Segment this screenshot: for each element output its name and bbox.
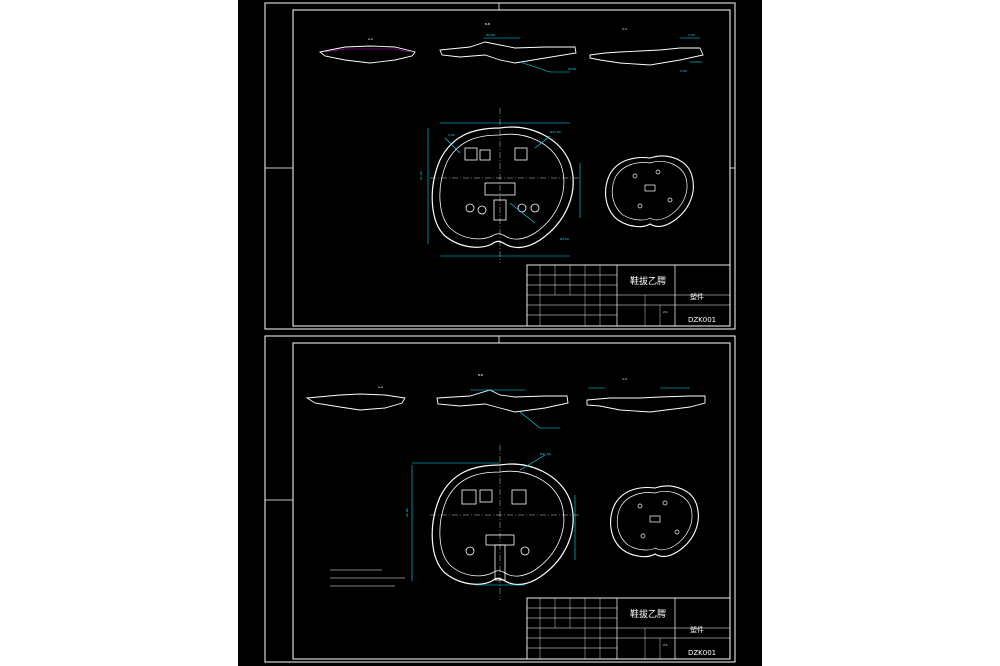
sheet-1: A-A R2.00 ST.00 B-B 1.50 0.00 C-C — [264, 2, 736, 330]
svg-text:R47.50: R47.50 — [550, 130, 561, 134]
isometric-view-sheet-1 — [605, 155, 694, 228]
title-block-sheet-2: 鞋拔乙腭 塑件 DZK001 2:1 — [526, 597, 731, 660]
sheet-2: A-A B-B C-C — [264, 335, 736, 663]
scale: 2:1 — [663, 643, 668, 647]
part-name: 鞋拔乙腭 — [630, 608, 666, 620]
svg-text:1.50: 1.50 — [688, 33, 695, 37]
svg-text:A-A: A-A — [378, 385, 384, 389]
svg-text:0.00: 0.00 — [680, 69, 687, 73]
section-view-1: A-A — [305, 385, 406, 411]
section-view-1: A-A — [318, 37, 416, 64]
svg-text:B-B: B-B — [485, 22, 490, 26]
section-view-2: R2.00 ST.00 B-B — [439, 22, 577, 73]
section-view-2: B-B — [436, 373, 569, 429]
svg-text:41.00: 41.00 — [405, 508, 409, 517]
part-category: 塑件 — [690, 625, 704, 634]
isometric-view-sheet-2 — [610, 485, 699, 558]
section-view-3: 1.50 0.00 C-C — [589, 27, 704, 73]
svg-text:41.00: 41.00 — [419, 171, 423, 180]
top-view-sheet-2: 41.00 R47.50 — [405, 445, 580, 600]
inner-frame — [292, 342, 731, 660]
scale: 2:1 — [663, 310, 668, 314]
svg-text:C-C: C-C — [622, 27, 627, 31]
drawing-number: DZK001 — [688, 649, 716, 657]
svg-text:ST.00: ST.00 — [568, 67, 576, 71]
technical-notes — [330, 569, 405, 587]
part-category: 塑件 — [690, 292, 704, 301]
section-view-3: C-C — [586, 377, 706, 413]
svg-text:R3.50: R3.50 — [560, 237, 569, 241]
drawing-number: DZK001 — [688, 316, 716, 324]
svg-text:R2.00: R2.00 — [486, 33, 495, 37]
outer-frame — [264, 335, 736, 663]
svg-text:R47.50: R47.50 — [540, 452, 551, 456]
svg-text:B-B: B-B — [478, 373, 483, 377]
outer-frame — [264, 2, 736, 330]
svg-text:3.00: 3.00 — [448, 133, 455, 137]
svg-text:C-C: C-C — [622, 377, 627, 381]
top-view-sheet-1: 41.00 R47.50 R3.50 3.00 — [419, 108, 581, 263]
section-label: A-A — [368, 37, 374, 41]
title-block-sheet-1: 鞋拔乙腭 塑件 DZK001 2:1 — [526, 264, 731, 327]
part-name: 鞋拔乙腭 — [630, 275, 666, 287]
